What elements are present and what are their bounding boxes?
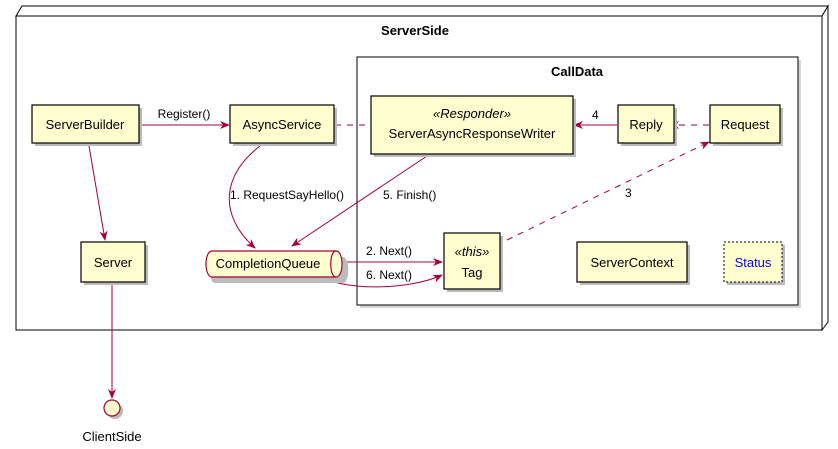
async-service-label: AsyncService [243, 117, 322, 132]
node-tag: «this» Tag [443, 232, 503, 292]
interface-circle-icon [103, 399, 121, 417]
edge-three [506, 141, 710, 241]
node-server-builder: ServerBuilder [31, 104, 142, 146]
tag-label: Tag [462, 265, 483, 280]
server-builder-label: ServerBuilder [46, 117, 125, 132]
request-label: Request [721, 117, 770, 132]
edge-finish [291, 153, 431, 247]
label-register: Register() [158, 107, 211, 121]
edge-request-say-hello [228, 145, 261, 249]
responder-stereotype: «Responder» [433, 106, 511, 121]
node-completion-queue: CompletionQueue [205, 250, 349, 283]
edge-builder-server [88, 145, 108, 241]
edges [88, 121, 710, 399]
node-client-side: ClientSide [82, 399, 142, 444]
tag-stereotype: «this» [455, 244, 490, 259]
node-responder: «Responder» ServerAsyncResponseWriter [370, 95, 576, 157]
node-server-context: ServerContext [576, 241, 690, 285]
node-request: Request [709, 104, 783, 146]
reply-label: Reply [629, 117, 663, 132]
node-status: Status [723, 241, 785, 285]
label-request-say-hello: 1. RequestSayHello() [230, 188, 344, 202]
status-label: Status [735, 255, 772, 270]
completion-queue-label: CompletionQueue [216, 256, 321, 271]
call-data-title: CallData [551, 64, 604, 79]
server-label: Server [94, 255, 133, 270]
label-three: 3 [625, 186, 632, 200]
label-finish: 5. Finish() [383, 188, 436, 202]
node-reply: Reply [617, 104, 677, 146]
responder-label: ServerAsyncResponseWriter [389, 126, 556, 141]
server-side-title: ServerSide [381, 23, 449, 38]
edge-labels: Register() 1. RequestSayHello() 5. Finis… [158, 107, 632, 282]
server-context-label: ServerContext [590, 255, 673, 270]
label-next-2: 2. Next() [366, 244, 412, 258]
label-next-6: 6. Next() [366, 268, 412, 282]
client-side-label: ClientSide [82, 429, 141, 444]
node-server: Server [80, 241, 148, 285]
label-four: 4 [592, 108, 599, 122]
node-async-service: AsyncService [229, 104, 337, 146]
